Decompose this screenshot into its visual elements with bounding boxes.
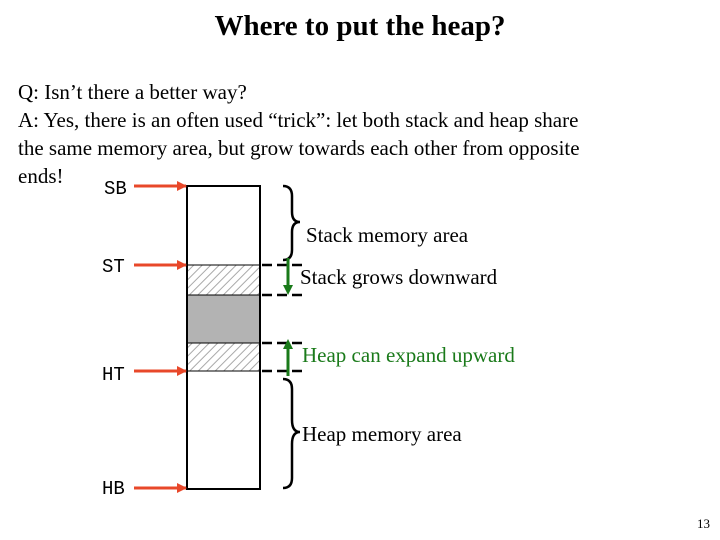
body-line-question: Q: Isn’t there a better way? — [18, 80, 247, 104]
heap-area-brace — [282, 377, 301, 490]
free-gap-block — [188, 295, 259, 343]
register-hb: HB — [102, 478, 125, 500]
body-line-3: the same memory area, but grow towards e… — [18, 136, 580, 160]
heap-hatched-block — [188, 343, 259, 371]
heap-expand-label: Heap can expand upward — [302, 343, 515, 367]
stack-grows-label: Stack grows downward — [300, 265, 498, 289]
slide-body: Q: Isn’t there a better way? A: Yes, the… — [18, 78, 708, 190]
slide-title: Where to put the heap? — [214, 10, 506, 42]
register-ht: HT — [102, 364, 125, 386]
heap-area-label: Heap memory area — [302, 422, 462, 446]
body-line-answer: A: Yes, there is an often used “trick”: … — [18, 108, 579, 132]
register-sb: SB — [104, 178, 127, 200]
page-number: 13 — [697, 516, 710, 531]
stack-area-label: Stack memory area — [306, 223, 469, 247]
register-st: ST — [102, 256, 125, 278]
stack-hatched-block — [188, 265, 259, 295]
body-line-4: ends! — [18, 164, 64, 188]
stack-area-brace — [282, 184, 301, 262]
